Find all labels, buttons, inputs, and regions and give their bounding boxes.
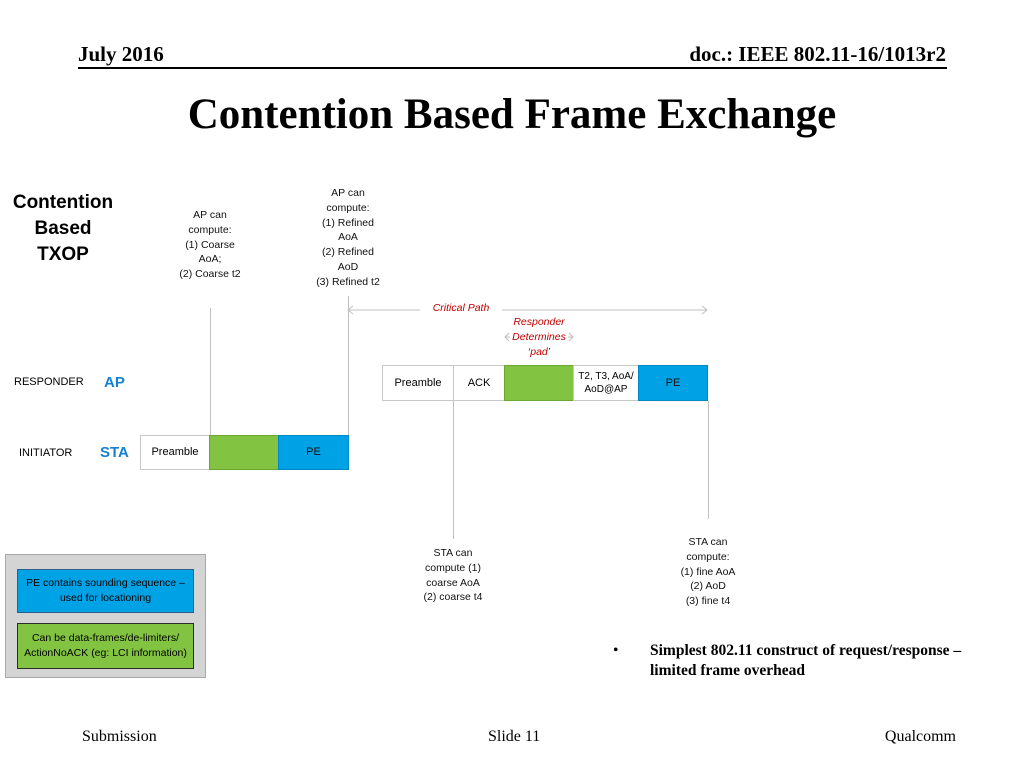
initiator-row-label: INITIATOR (19, 447, 73, 459)
note-line: compute (1) (424, 561, 482, 574)
note-line: compute: (188, 223, 232, 236)
pad-label-line: ‘pad’ (527, 346, 551, 358)
side-label-line: TXOP (37, 244, 89, 265)
responder-role-ap: AP (104, 374, 125, 391)
bullet-marker: • (613, 642, 619, 659)
responder-row-label: RESPONDER (14, 376, 84, 388)
footer-company: Qualcomm (884, 728, 956, 745)
sta-fine-note: STA can compute: (1) fine AoA (2) AoD (3… (663, 535, 753, 609)
note-line: (1) Coarse (185, 238, 235, 251)
note-line: compute: (326, 201, 370, 214)
note-line: (2) Coarse t2 (179, 268, 241, 281)
initiator-pe-frame: PE (278, 435, 349, 470)
pad-left-arrowhead (504, 332, 510, 342)
critical-path-left-arrowhead (347, 305, 354, 315)
note-line: STA can (433, 547, 473, 559)
contention-based-txop-label: Contention Based TXOP (0, 190, 126, 268)
critical-path-label: Critical Path (420, 302, 502, 314)
note-line: (1) Refined (322, 216, 374, 229)
note-line: STA can (688, 536, 728, 548)
responder-info-frame: T2, T3, AoA/ AoD@AP (573, 365, 639, 401)
note-line: (2) coarse t4 (423, 591, 483, 604)
legend-pe-item: PE contains sounding sequence – used for… (17, 569, 194, 613)
footer-slide-number: Slide 11 (488, 728, 541, 745)
note-line: (3) Refined t2 (316, 275, 380, 288)
critical-path-right-arrowhead (701, 305, 708, 315)
note-line: (3) fine t4 (685, 595, 731, 608)
note-line: AP can (193, 209, 227, 221)
note-line: compute: (686, 550, 730, 563)
legend-data-item: Can be data-frames/de-limiters/ ActionNo… (17, 623, 194, 669)
ap-refined-note: AP can compute: (1) Refined AoA (2) Refi… (303, 186, 393, 290)
initiator-data-frame (209, 435, 279, 470)
initiator-preamble-frame: Preamble (140, 435, 210, 470)
footer-submission: Submission (82, 728, 157, 745)
responder-ack-frame: ACK (453, 365, 505, 401)
sta-fine-marker-line (708, 401, 709, 519)
side-label-line: Based (34, 218, 92, 239)
ap-coarse-marker-line (210, 308, 211, 436)
note-line: AP can (331, 187, 365, 199)
note-line: coarse AoA (426, 576, 480, 589)
pad-right-arrowhead (568, 332, 574, 342)
responder-data-frame (504, 365, 574, 401)
note-line: AoA; (198, 253, 222, 266)
ap-refined-marker-line (348, 296, 349, 436)
header-rule (78, 67, 947, 69)
note-line: (1) fine AoA (680, 565, 736, 578)
sta-coarse-note: STA can compute (1) coarse AoA (2) coars… (408, 546, 498, 605)
note-line: (2) Refined (322, 246, 374, 259)
pad-label-line: Responder (513, 316, 565, 328)
sta-coarse-marker-line (453, 401, 454, 539)
header-doc-id: doc.: IEEE 802.11-16/1013r2 (689, 42, 946, 66)
responder-pad-label: Responder Determines ‘pad’ (498, 315, 580, 360)
slide-title: Contention Based Frame Exchange (187, 91, 837, 138)
responder-preamble-frame: Preamble (382, 365, 454, 401)
side-label-line: Contention (12, 192, 114, 213)
bullet-text: Simplest 802.11 construct of request/res… (650, 642, 962, 679)
ap-coarse-note: AP can compute: (1) Coarse AoA; (2) Coar… (165, 208, 255, 282)
legend-panel: PE contains sounding sequence – used for… (5, 554, 206, 678)
header-date: July 2016 (78, 42, 164, 66)
note-line: AoA (338, 231, 358, 244)
initiator-role-sta: STA (100, 444, 129, 461)
responder-pe-frame: PE (638, 365, 708, 401)
note-line: AoD (337, 260, 359, 273)
note-line: (2) AoD (690, 580, 726, 593)
pad-label-line: Determines (510, 330, 568, 345)
